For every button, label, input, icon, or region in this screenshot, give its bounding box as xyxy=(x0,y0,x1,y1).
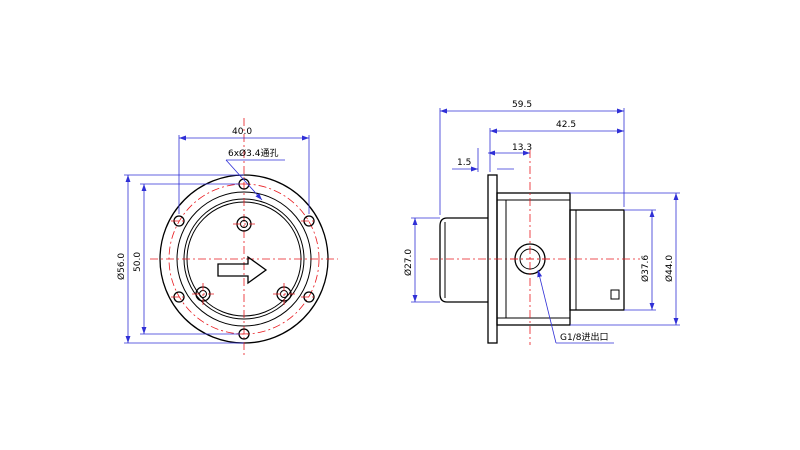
svg-text:50.0: 50.0 xyxy=(133,252,143,272)
svg-text:Ø44.0: Ø44.0 xyxy=(664,255,675,282)
motor-connector xyxy=(610,289,620,300)
svg-text:40.0: 40.0 xyxy=(232,127,252,137)
dim-outer-diameter: Ø56.0 xyxy=(116,174,244,344)
svg-text:Ø27.0: Ø27.0 xyxy=(403,249,414,276)
pump-head xyxy=(439,217,488,303)
dim-body-length: 42.5 xyxy=(489,120,624,172)
svg-text:59.5: 59.5 xyxy=(512,100,532,110)
svg-text:Ø37.6: Ø37.6 xyxy=(640,255,651,282)
svg-text:Ø56.0: Ø56.0 xyxy=(116,253,127,280)
port-callout: G1/8进出口 xyxy=(537,269,614,344)
dim-width: 40.0 xyxy=(178,127,310,214)
svg-text:13.3: 13.3 xyxy=(512,143,532,153)
svg-text:42.5: 42.5 xyxy=(556,120,576,130)
motor-housing xyxy=(569,209,625,311)
svg-text:6xØ3.4通孔: 6xØ3.4通孔 xyxy=(228,148,278,159)
dim-port-offset: 13.3 xyxy=(488,143,532,156)
bolt-holes xyxy=(171,178,317,340)
front-view: 40.0 6xØ3.4通孔 Ø56.0 50.0 xyxy=(116,118,338,356)
dim-overall-diameter: Ø44.0 xyxy=(570,192,680,326)
dim-hole-note: 6xØ3.4通孔 xyxy=(225,148,285,201)
dim-flange: 1.5 xyxy=(452,148,514,172)
svg-text:1.5: 1.5 xyxy=(457,158,471,168)
dim-shaft-diameter: Ø27.0 xyxy=(403,217,440,303)
dim-motor-diameter: Ø37.6 xyxy=(624,209,656,311)
dim-total-length: 59.5 xyxy=(439,100,625,215)
flow-direction-arrow xyxy=(217,255,268,285)
side-view: 59.5 42.5 1.5 13.3 Ø27.0 xyxy=(403,100,680,345)
svg-text:G1/8进出口: G1/8进出口 xyxy=(560,331,608,343)
inner-screws xyxy=(192,216,295,305)
dim-bolt-circle: 50.0 xyxy=(133,183,240,335)
